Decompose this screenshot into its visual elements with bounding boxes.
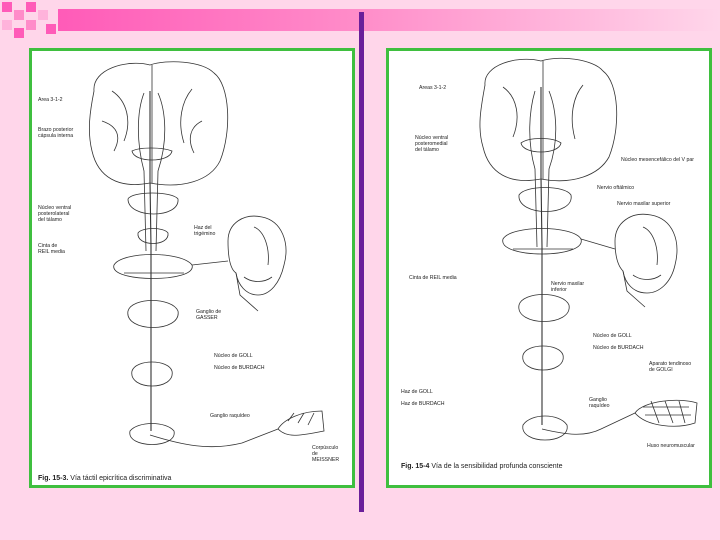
- label-nucleo-ventral: Núcleo ventral posteromedial del tálamo: [415, 135, 448, 153]
- label-cinta-reil: Cinta de REIL media: [38, 243, 65, 255]
- label-haz-trigemino: Haz del trigémino: [194, 225, 215, 237]
- label-nucleo-burdach: Núcleo de BURDACH: [593, 345, 643, 351]
- label-nucleo-mesencefalico: Núcleo mesencefálico del V par: [621, 157, 694, 163]
- deco-square: [2, 2, 12, 12]
- right-caption-fig: Fig. 15-4: [401, 463, 429, 470]
- label-ganglio-gasser: Ganglio de GASSER: [196, 309, 221, 321]
- label-nucleo-ventral: Núcleo ventral posterolateral del tálamo: [38, 205, 71, 223]
- label-corpusculo-meissner: Corpúsculo de MEISSNER: [312, 445, 339, 463]
- deco-square: [14, 10, 24, 20]
- label-nervio-oftalmico: Nervio oftálmico: [597, 185, 634, 191]
- left-pathway-drawing: [32, 51, 352, 485]
- label-nucleo-goll: Núcleo de GOLL: [214, 353, 253, 359]
- label-nervio-maxilar: Nervio maxilar superior: [617, 201, 670, 207]
- left-caption-text: Vía táctil epicrítica discriminativa: [70, 475, 171, 482]
- deco-square: [2, 20, 12, 30]
- label-ganglio-raquideo: Ganglio raquídeo: [210, 413, 250, 419]
- label-huso-neuromuscular: Huso neuromuscular: [647, 443, 695, 449]
- left-figure-panel: Area 3-1-2 Brazo posterior cápsula inter…: [29, 48, 355, 488]
- deco-square: [26, 2, 36, 12]
- label-haz-burdach: Haz de BURDACH: [401, 401, 445, 407]
- right-caption-text: Vía de la sensibilidad profunda conscien…: [431, 463, 562, 470]
- left-figure-caption: Fig. 15-3. Vía táctil epicrítica discrim…: [38, 475, 171, 482]
- deco-square: [38, 10, 48, 20]
- deco-square: [14, 28, 24, 38]
- deco-square: [26, 20, 36, 30]
- right-figure-panel: Areas 3-1-2 Núcleo ventral posteromedial…: [386, 48, 712, 488]
- label-haz-goll: Haz de GOLL: [401, 389, 433, 395]
- label-areas: Areas 3-1-2: [419, 85, 446, 91]
- right-pathway-drawing: [389, 51, 709, 485]
- label-ganglio-raquideo: Ganglio raquídeo: [589, 397, 609, 409]
- label-aparato-golgi: Aparato tendinoso de GOLGI: [649, 361, 691, 373]
- label-cinta-reil: Cinta de REIL media: [409, 275, 457, 281]
- left-caption-fig: Fig. 15-3.: [38, 475, 68, 482]
- divider-line: [359, 12, 364, 512]
- label-area: Area 3-1-2: [38, 97, 63, 103]
- label-nervio-maxilar-inferior: Nervio maxilar inferior: [551, 281, 584, 293]
- label-nucleo-burdach: Núcleo de BURDACH: [214, 365, 264, 371]
- label-brazo-posterior: Brazo posterior cápsula interna: [38, 127, 73, 139]
- right-figure-caption: Fig. 15-4 Vía de la sensibilidad profund…: [401, 463, 563, 470]
- title-gradient-bar: [58, 9, 720, 31]
- label-nucleo-goll: Núcleo de GOLL: [593, 333, 632, 339]
- deco-square: [46, 24, 56, 34]
